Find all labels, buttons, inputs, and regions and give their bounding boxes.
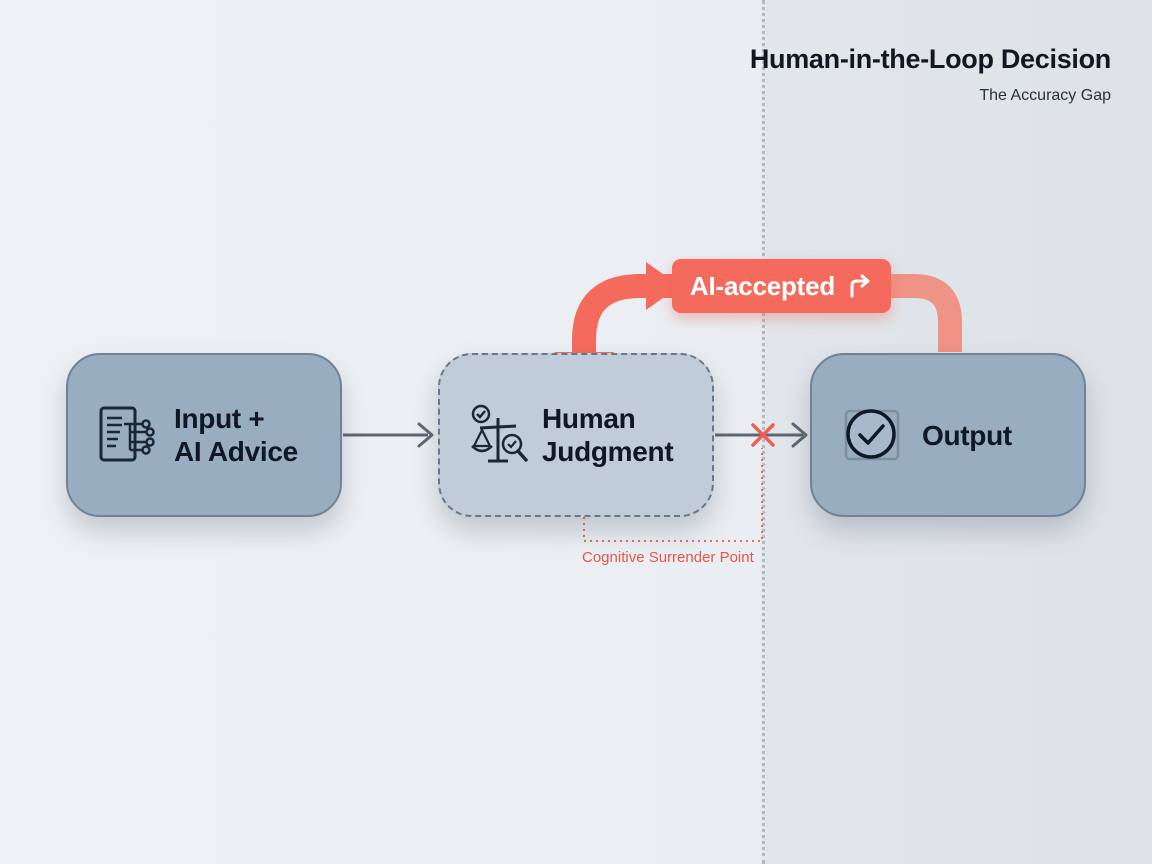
- node-human-label-line1: Human: [542, 403, 636, 434]
- node-human-judgment: Human Judgment: [438, 353, 714, 517]
- node-output: Output: [810, 353, 1086, 517]
- node-output-label: Output: [922, 419, 1012, 451]
- scales-magnifier-icon: [470, 404, 530, 466]
- node-input-label: Input + AI Advice: [174, 402, 298, 468]
- cognitive-surrender-label: Cognitive Surrender Point: [582, 549, 754, 566]
- redirect-arrow-icon: [847, 274, 873, 298]
- header: Human-in-the-Loop Decision The Accuracy …: [750, 44, 1111, 105]
- ai-accepted-label: AI-accepted: [689, 270, 836, 301]
- node-human-label-line2: Judgment: [542, 436, 674, 467]
- diagram-title: Human-in-the-Loop Decision: [749, 44, 1111, 74]
- node-input-label-line2: AI Advice: [174, 436, 298, 467]
- diagram-subtitle: The Accuracy Gap: [979, 87, 1111, 104]
- ai-accepted-badge: AI-accepted: [672, 259, 891, 313]
- connector-human-output-arrowhead: [791, 422, 808, 448]
- checkmark-circle-icon: [844, 407, 902, 463]
- node-human-label: Human Judgment: [542, 402, 674, 468]
- loop-arrow-left-segment: [572, 274, 672, 352]
- node-input-label-line1: Input +: [174, 403, 265, 434]
- connector-input-human-arrowhead: [417, 422, 434, 448]
- zone-divider: [762, 0, 765, 864]
- document-network-icon: [98, 404, 156, 466]
- node-input-ai-advice: Input + AI Advice: [66, 353, 342, 517]
